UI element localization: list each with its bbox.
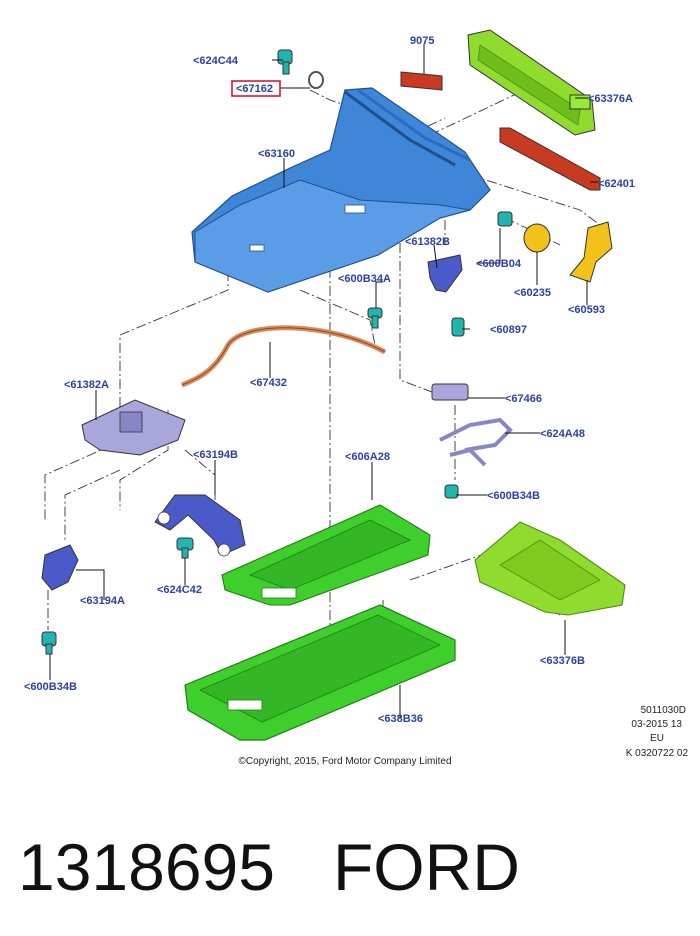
part-606a28-tray [221,504,431,606]
label-624c42[interactable]: <624C42 [157,584,202,596]
part-67162-washer [308,71,324,89]
part-600b34a-clip [367,307,383,329]
ref-code-2: 03-2015 13 [631,719,682,730]
ref-code-1: 5011030D [641,705,686,716]
label-600b34a[interactable]: <600B34A [338,273,391,285]
ref-code-3: EU [650,733,664,744]
label-624c44[interactable]: <624C44 [193,55,239,67]
label-63160[interactable]: <63160 [258,148,295,160]
highlight-box-67162 [231,80,281,97]
caption: 1318695 FORD [18,812,698,922]
label-61382b[interactable]: <61382B [405,236,450,248]
label-60593[interactable]: <60593 [568,304,605,316]
part-62401-pad [499,127,601,191]
copyright-notice: ©Copyright, 2015, Ford Motor Company Lim… [238,756,451,767]
label-624a48[interactable]: <624A48 [540,428,585,440]
part-638b36-tray [184,604,456,741]
part-60593-cover [569,221,613,283]
part-67432-cable [181,325,387,388]
label-63376b[interactable]: <63376B [540,655,585,667]
label-60897[interactable]: <60897 [490,324,527,336]
label-62401[interactable]: <62401 [598,178,635,190]
label-600b04[interactable]: <600B04 [476,258,522,270]
label-606a28[interactable]: <606A28 [345,451,390,463]
part-600b34b-clip-mid [444,484,459,499]
label-638b36[interactable]: <638B36 [378,713,423,725]
label-67162[interactable]: <67162 [236,83,273,95]
part-624a48-bracket [439,417,513,467]
part-63376b-cover [474,521,626,616]
part-67466-actuator [431,383,469,401]
ref-code-4: K 0320722 02 [626,748,689,759]
part-9075-pad [400,71,443,91]
part-61382b-bracket [427,254,463,293]
part-624c42-clip [176,537,194,559]
label-67432[interactable]: <67432 [250,377,287,389]
label-63376a[interactable]: <63376A [588,93,633,105]
part-63194a-bracket [41,544,79,591]
label-600b34b-mid[interactable]: <600B34B [487,490,540,502]
part-60235-cap [523,223,551,253]
leader-lines [49,44,598,718]
caption-part-number: 1318695 [18,830,275,904]
part-labels: <624C44 <67162 9075 <63376A <63160 <6240… [24,35,635,725]
part-63160-seat-base [191,87,491,293]
caption-brand: FORD [332,830,520,904]
label-9075[interactable]: 9075 [410,35,434,47]
label-63194a[interactable]: <63194A [80,595,125,607]
label-60235[interactable]: <60235 [514,287,551,299]
part-624c44-clip [277,49,293,75]
part-63194b-bracket [154,494,246,557]
part-600b04-clip [497,211,513,227]
label-67466[interactable]: <67466 [505,393,542,405]
part-600b34b-clip-left [41,631,57,655]
label-63194b[interactable]: <63194B [193,449,238,461]
label-61382a[interactable]: <61382A [64,379,109,391]
part-60897-bolt [451,317,465,337]
diagram-reference-codes: 5011030D 03-2015 13 EU K 0320722 02 ©Cop… [238,705,688,767]
label-600b34b-left[interactable]: <600B34B [24,681,77,693]
part-63376a-rail [467,29,596,136]
part-61382a-mechanism [81,399,186,456]
